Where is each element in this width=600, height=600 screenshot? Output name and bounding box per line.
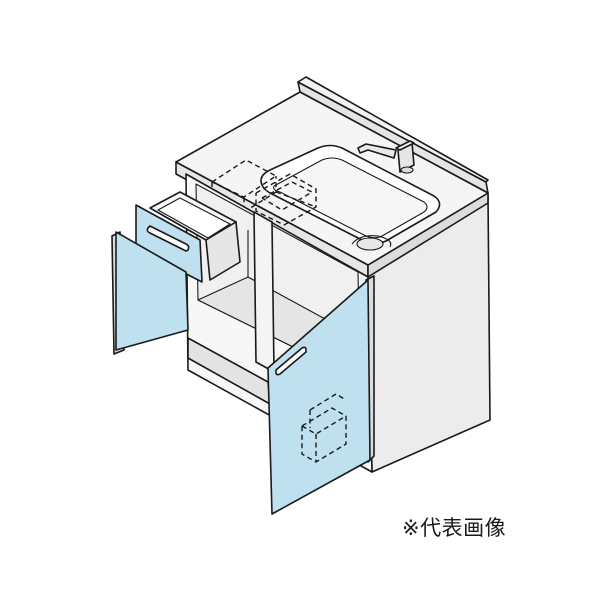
left-door (115, 231, 189, 351)
drawer-handle-icon (146, 225, 190, 252)
center-post (253, 211, 275, 373)
drawer (135, 191, 241, 283)
sink-drain (351, 235, 392, 248)
right-door (267, 279, 371, 515)
representative-image-caption: ※代表画像 (402, 516, 507, 540)
drawer-front (135, 204, 203, 283)
faucet-icon (357, 140, 415, 174)
hidden-outline-top (211, 159, 317, 226)
hidden-outline-door (301, 393, 347, 463)
backsplash-top (297, 76, 489, 183)
door-handle-icon (275, 346, 307, 376)
sink-basin-inner (273, 157, 428, 239)
sink-drain-hole (356, 237, 384, 251)
